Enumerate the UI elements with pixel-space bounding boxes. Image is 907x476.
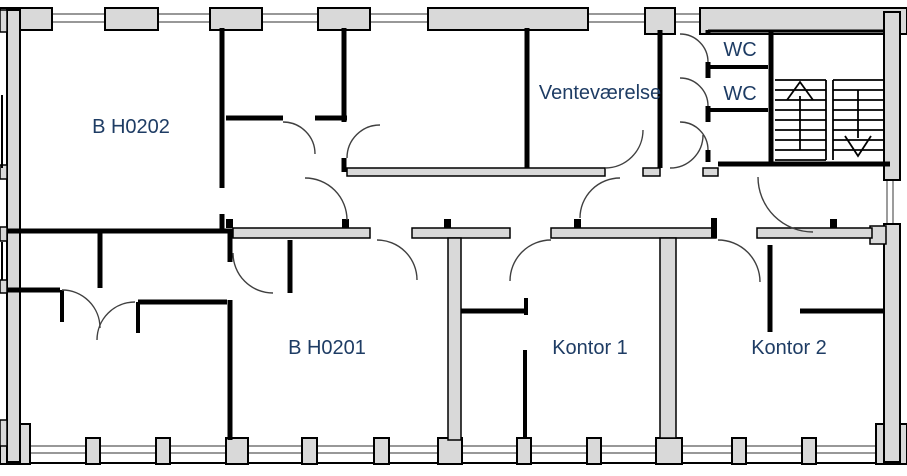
room-label-wc-top: WC bbox=[723, 39, 756, 61]
stair-down-arrow-icon bbox=[844, 90, 872, 158]
room-label-bh0201: B H0201 bbox=[288, 337, 366, 359]
room-label-wc-bottom: WC bbox=[723, 83, 756, 105]
interior-walls bbox=[7, 28, 890, 440]
door-arcs bbox=[61, 33, 814, 341]
corridor-walls bbox=[226, 167, 873, 441]
room-labels: B H0202 Venteværelse WC WC B H0201 Konto… bbox=[92, 39, 827, 359]
room-label-bh0202: B H0202 bbox=[92, 116, 170, 138]
room-label-kontor1: Kontor 1 bbox=[552, 337, 628, 359]
stair-up-arrow-icon bbox=[786, 80, 814, 150]
room-label-kontor2: Kontor 2 bbox=[751, 337, 827, 359]
room-label-ventevaerelse: Venteværelse bbox=[539, 82, 661, 104]
staircase bbox=[775, 79, 884, 161]
